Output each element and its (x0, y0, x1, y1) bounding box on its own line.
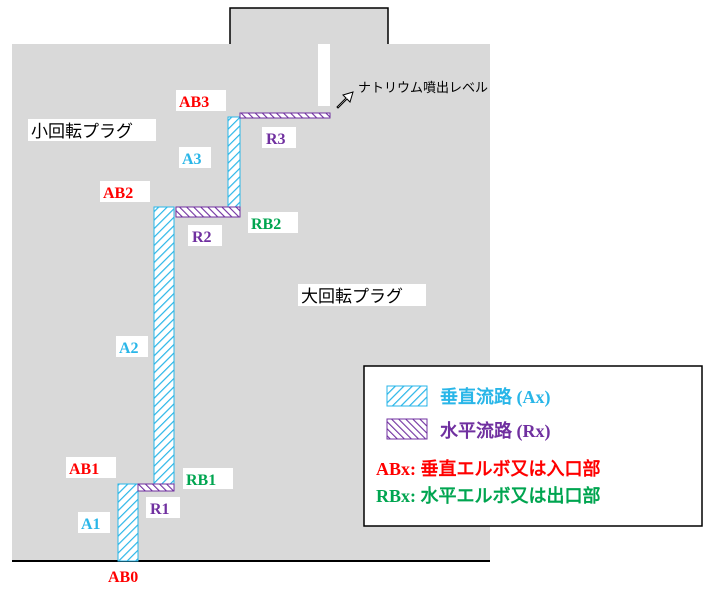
label-a2: A2 (119, 340, 139, 357)
sodium-level-label: ナトリウム噴出レベル (358, 80, 488, 95)
legend: 垂直流路 (Ax) 水平流路 (Rx) ABx: 垂直エルボ又は入口部 RBx:… (363, 365, 703, 527)
label-a3: A3 (182, 151, 202, 168)
legend-horizontal-swatch (386, 418, 428, 440)
label-r2: R2 (192, 229, 212, 246)
label-r3: R3 (266, 131, 286, 148)
plug-top-outline (229, 7, 389, 44)
vertical-path-a2 (153, 206, 175, 485)
large-plug-label-bg (298, 284, 426, 306)
label-rb2: RB2 (251, 216, 281, 233)
label-a1-bg (78, 512, 110, 533)
legend-abx-label: ABx: 垂直エルボ又は入口部 (376, 458, 601, 479)
label-r2-bg (188, 225, 222, 246)
label-ab3-bg (176, 90, 226, 111)
plug-gap-channel (318, 44, 330, 106)
label-r1-bg (146, 497, 180, 518)
label-r1: R1 (150, 501, 170, 518)
large-plug-label: 大回転プラグ (301, 287, 403, 306)
label-rb2-bg (248, 212, 298, 233)
legend-horizontal-label: 水平流路 (Rx) (440, 420, 551, 442)
label-rb1-bg (183, 468, 233, 489)
legend-vertical-swatch (386, 385, 428, 407)
horizontal-path-r2 (175, 206, 241, 218)
sodium-level-arrow-icon (336, 91, 354, 109)
horizontal-path-r3 (239, 112, 331, 119)
label-ab1: AB1 (69, 461, 99, 478)
label-ab0: AB0 (108, 569, 138, 586)
label-ab2: AB2 (103, 185, 133, 202)
legend-rbx-label: RBx: 水平エルボ又は出口部 (376, 485, 601, 506)
horizontal-path-r1 (137, 483, 175, 492)
label-rb1: RB1 (186, 472, 216, 489)
vertical-path-a1 (117, 483, 139, 562)
label-ab3: AB3 (179, 94, 209, 111)
label-ab2-bg (100, 181, 150, 202)
small-plug-label: 小回転プラグ (31, 122, 133, 141)
legend-vertical-label: 垂直流路 (Ax) (440, 386, 551, 408)
label-r3-bg (262, 127, 296, 148)
label-a3-bg (179, 147, 211, 168)
vertical-path-a3 (227, 116, 241, 208)
label-a1: A1 (81, 516, 101, 533)
small-plug-label-bg (28, 119, 156, 141)
label-a2-bg (116, 336, 148, 357)
label-ab1-bg (66, 457, 116, 478)
